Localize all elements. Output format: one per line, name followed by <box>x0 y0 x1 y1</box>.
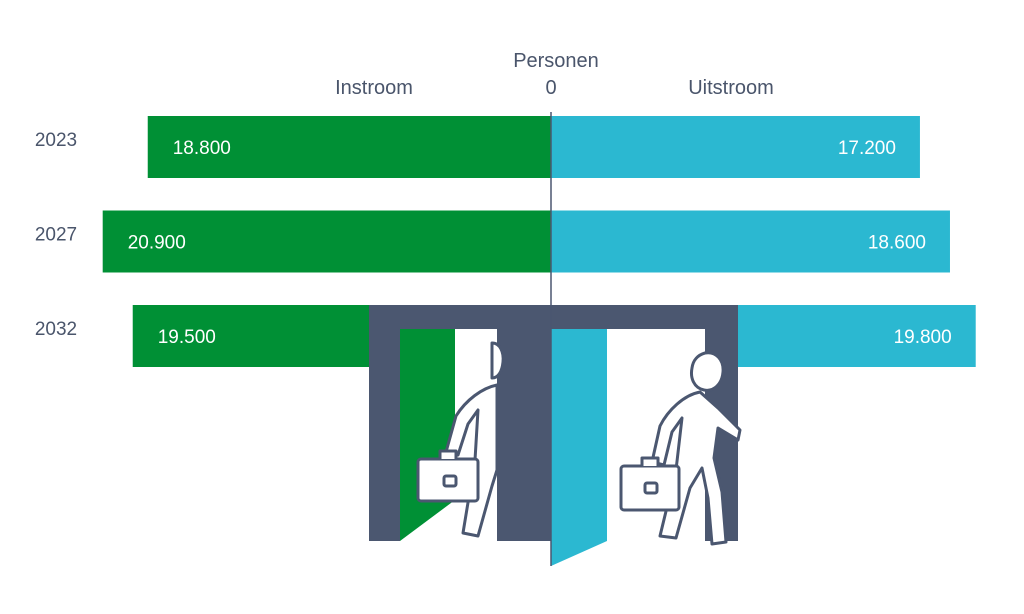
uitstroom-value-label: 18.600 <box>868 233 926 254</box>
left-person-icon <box>416 341 505 538</box>
left-door <box>400 329 455 541</box>
year-label: 2023 <box>35 130 77 151</box>
instroom-label: Instroom <box>335 77 413 99</box>
instroom-value-label: 19.500 <box>158 327 216 348</box>
center-pillar <box>497 329 551 541</box>
people-walking-through-doors-icon <box>369 305 742 566</box>
uitstroom-bar-2023 <box>551 116 920 178</box>
year-label: 2032 <box>35 319 77 340</box>
year-label: 2027 <box>35 225 77 246</box>
right-door <box>551 329 607 566</box>
right-person-icon <box>619 351 742 546</box>
instroom-value-label: 20.900 <box>128 233 186 254</box>
uitstroom-value-label: 17.200 <box>838 138 896 159</box>
uitstroom-label: Uitstroom <box>688 77 774 99</box>
zero-label: 0 <box>545 77 556 99</box>
uitstroom-value-label: 19.800 <box>894 327 952 348</box>
instroom-bar-2023 <box>147 116 552 178</box>
instroom-bar-2027 <box>102 210 551 273</box>
instroom-value-label: 18.800 <box>173 138 231 159</box>
axis-title: Personen <box>513 50 599 72</box>
uitstroom-bar-2027 <box>551 210 950 273</box>
